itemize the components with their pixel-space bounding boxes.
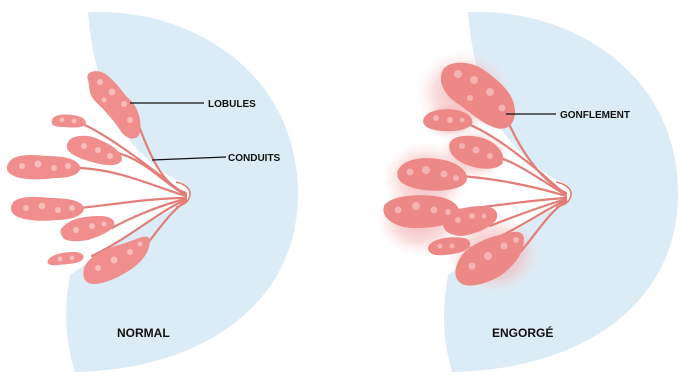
lobules-label: LOBULES bbox=[208, 99, 256, 110]
engorged-breast: GONFLEMENT ENGORGÉ bbox=[376, 12, 678, 372]
engorged-caption: ENGORGÉ bbox=[492, 325, 553, 340]
normal-caption: NORMAL bbox=[117, 326, 170, 340]
normal-breast: LOBULES CONDUITS NORMAL bbox=[7, 12, 298, 372]
gonflement-label: GONFLEMENT bbox=[560, 110, 630, 121]
lobule bbox=[61, 216, 115, 241]
lobule bbox=[67, 136, 122, 165]
lobule bbox=[52, 115, 86, 128]
conduits-label: CONDUITS bbox=[228, 153, 281, 164]
lobule bbox=[47, 252, 83, 265]
